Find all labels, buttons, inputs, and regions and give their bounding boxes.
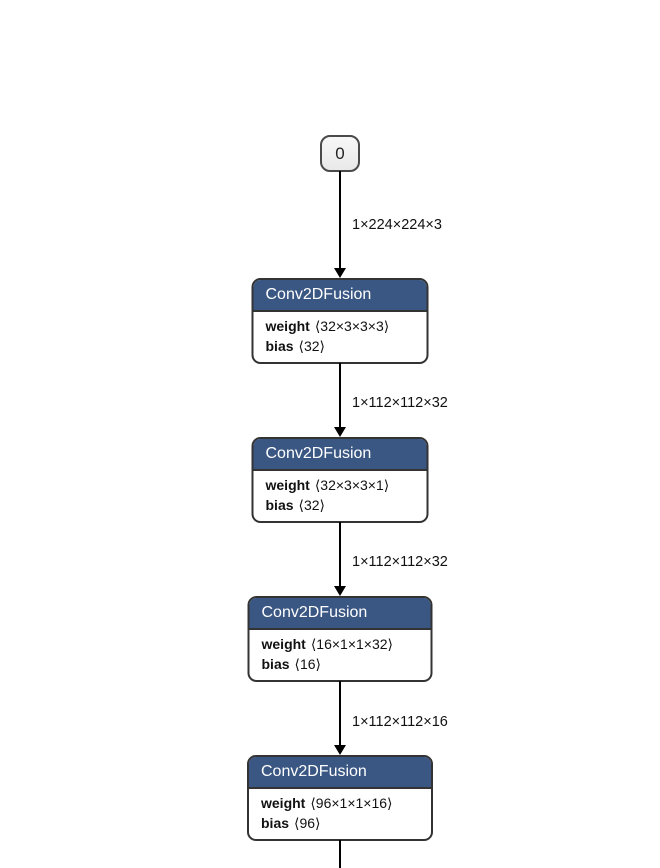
arrowhead-icon-2 bbox=[334, 427, 346, 437]
node-conv2dfusion-4[interactable]: Conv2DFusion weight⟨96×1×1×16⟩ bias⟨96⟩ bbox=[247, 755, 433, 841]
param-value: ⟨32×3×3×3⟩ bbox=[314, 318, 390, 334]
param-name: weight bbox=[265, 477, 310, 493]
node-params: weight⟨32×3×3×3⟩ bias⟨32⟩ bbox=[254, 312, 427, 362]
node-params: weight⟨96×1×1×16⟩ bias⟨96⟩ bbox=[249, 789, 431, 839]
param-value: ⟨32⟩ bbox=[298, 338, 326, 354]
edge-line-1 bbox=[339, 171, 341, 270]
edge-line-5 bbox=[339, 840, 341, 868]
param-name: weight bbox=[261, 636, 306, 652]
edge-tensor-label-3: 1×112×112×32 bbox=[352, 554, 448, 570]
node-title[interactable]: Conv2DFusion bbox=[253, 439, 427, 471]
param-row-weight: weight⟨32×3×3×1⟩ bbox=[266, 475, 415, 495]
param-name: bias bbox=[261, 656, 290, 672]
param-row-weight: weight⟨96×1×1×16⟩ bbox=[261, 793, 419, 813]
param-row-bias: bias⟨16⟩ bbox=[262, 654, 419, 674]
node-conv2dfusion-2[interactable]: Conv2DFusion weight⟨32×3×3×1⟩ bias⟨32⟩ bbox=[251, 437, 429, 523]
param-name: weight bbox=[265, 318, 310, 334]
param-row-weight: weight⟨32×3×3×3⟩ bbox=[266, 316, 415, 336]
param-value: ⟨96×1×1×16⟩ bbox=[310, 795, 393, 811]
param-value: ⟨96⟩ bbox=[294, 815, 321, 831]
node-conv2dfusion-3[interactable]: Conv2DFusion weight⟨16×1×1×32⟩ bias⟨16⟩ bbox=[247, 596, 433, 682]
param-row-weight: weight⟨16×1×1×32⟩ bbox=[262, 634, 419, 654]
arrowhead-icon-4 bbox=[334, 745, 346, 755]
param-name: bias bbox=[265, 497, 294, 513]
param-name: weight bbox=[261, 795, 306, 811]
param-value: ⟨32⟩ bbox=[298, 497, 326, 513]
edge-line-3 bbox=[339, 522, 341, 588]
edge-line-4 bbox=[339, 681, 341, 747]
param-name: bias bbox=[265, 338, 294, 354]
param-name: bias bbox=[261, 815, 290, 831]
arrowhead-icon-1 bbox=[334, 268, 346, 278]
edge-tensor-label-1: 1×224×224×3 bbox=[352, 217, 442, 233]
param-row-bias: bias⟨96⟩ bbox=[261, 813, 419, 833]
node-params: weight⟨16×1×1×32⟩ bias⟨16⟩ bbox=[250, 630, 431, 680]
edge-tensor-label-2: 1×112×112×32 bbox=[352, 395, 448, 411]
arrowhead-icon-3 bbox=[334, 586, 346, 596]
graph-input-node[interactable]: 0 bbox=[320, 135, 360, 172]
edge-tensor-label-4: 1×112×112×16 bbox=[352, 714, 448, 730]
node-title[interactable]: Conv2DFusion bbox=[253, 280, 427, 312]
node-conv2dfusion-1[interactable]: Conv2DFusion weight⟨32×3×3×3⟩ bias⟨32⟩ bbox=[251, 278, 429, 364]
node-title[interactable]: Conv2DFusion bbox=[249, 598, 431, 630]
param-value: ⟨16×1×1×32⟩ bbox=[310, 636, 394, 652]
node-title[interactable]: Conv2DFusion bbox=[249, 757, 431, 789]
node-params: weight⟨32×3×3×1⟩ bias⟨32⟩ bbox=[254, 471, 427, 521]
param-row-bias: bias⟨32⟩ bbox=[266, 495, 415, 515]
param-value: ⟨16⟩ bbox=[294, 656, 322, 672]
param-value: ⟨32×3×3×1⟩ bbox=[314, 477, 390, 493]
param-row-bias: bias⟨32⟩ bbox=[266, 336, 415, 356]
edge-line-2 bbox=[339, 363, 341, 429]
